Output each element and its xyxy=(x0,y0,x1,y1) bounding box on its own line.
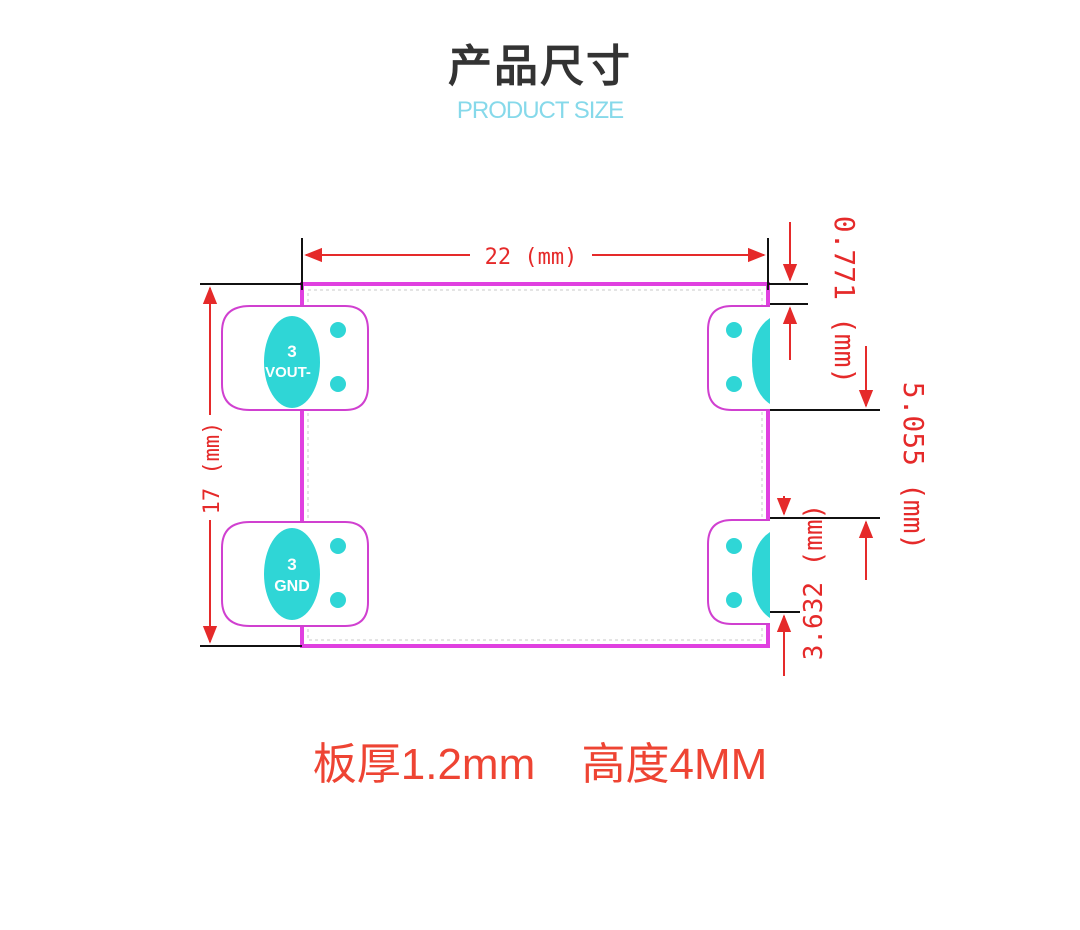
pad-bottom-left: 3 GND xyxy=(221,521,369,627)
pad-top-left-name: VOUT- xyxy=(265,364,311,381)
pad-bottom-dimension-label: 3.632 (mm) xyxy=(799,504,829,661)
board-thickness-note: 板厚1.2mm xyxy=(312,740,536,789)
spec-note: 板厚1.2mm 高度4MM xyxy=(0,728,1080,792)
dimension-lines xyxy=(202,222,874,676)
board-outline xyxy=(300,282,770,648)
pad-top-left: 3 VOUT- xyxy=(221,305,369,411)
pad-bottom-right xyxy=(707,519,770,625)
page-subtitle: PRODUCT SIZE xyxy=(456,97,624,124)
top-offset-dimension-label: 0.771 (mm) xyxy=(828,216,861,385)
extension-lines xyxy=(200,238,880,647)
component-height-note: 高度4MM xyxy=(581,740,768,789)
width-dimension-label: 22 (mm) xyxy=(485,245,578,270)
pad-bottom-left-number: 3 xyxy=(287,555,296,574)
pad-top-right xyxy=(707,305,770,411)
height-dimension-label: 17 (mm) xyxy=(200,422,225,515)
pad-bottom-left-name: GND xyxy=(274,578,310,595)
page-title: 产品尺寸 xyxy=(448,41,632,92)
pad-spacing-dimension-label: 5.055 (mm) xyxy=(897,382,930,551)
pad-top-left-number: 3 xyxy=(287,342,296,361)
